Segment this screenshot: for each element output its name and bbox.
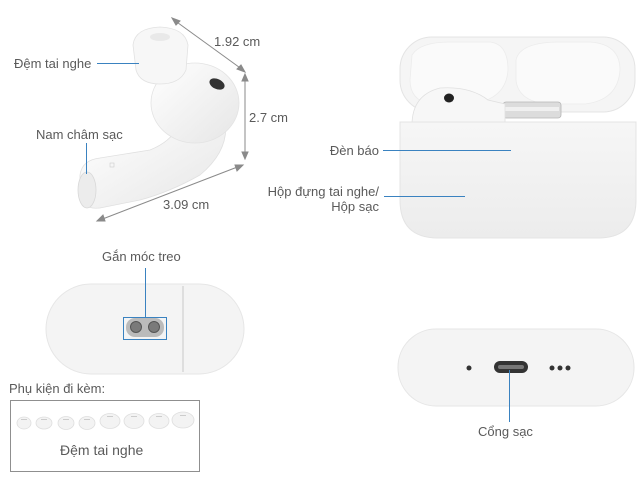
label-indicator-light: Đèn báo bbox=[329, 143, 379, 158]
accessories-caption: Đệm tai nghe bbox=[60, 442, 144, 458]
label-charging-magnet: Nam châm sạc bbox=[36, 127, 123, 142]
callout-lanyard bbox=[145, 268, 146, 318]
accessories-heading: Phụ kiện đi kèm: bbox=[9, 381, 106, 396]
callout-case bbox=[384, 196, 465, 197]
accessories-box: Đệm tai nghe bbox=[10, 400, 200, 472]
dimension-height: 2.7 cm bbox=[249, 110, 289, 125]
ear-tips-image bbox=[16, 411, 195, 430]
label-ear-tip: Đệm tai nghe bbox=[14, 56, 92, 71]
label-lanyard-loop: Gắn móc treo bbox=[102, 249, 181, 264]
dimension-length: 3.09 cm bbox=[163, 197, 210, 212]
callout-indicator-light bbox=[383, 150, 511, 151]
label-case-line1: Hộp đựng tai nghe/ bbox=[267, 184, 379, 199]
callout-charging-magnet bbox=[86, 143, 87, 174]
callout-charging-port bbox=[509, 370, 510, 422]
dimension-width: 1.92 cm bbox=[214, 34, 261, 49]
label-charging-port: Cổng sạc bbox=[478, 424, 533, 439]
label-case-line2: Hộp sạc bbox=[331, 199, 379, 214]
callout-ear-tip bbox=[97, 63, 139, 64]
